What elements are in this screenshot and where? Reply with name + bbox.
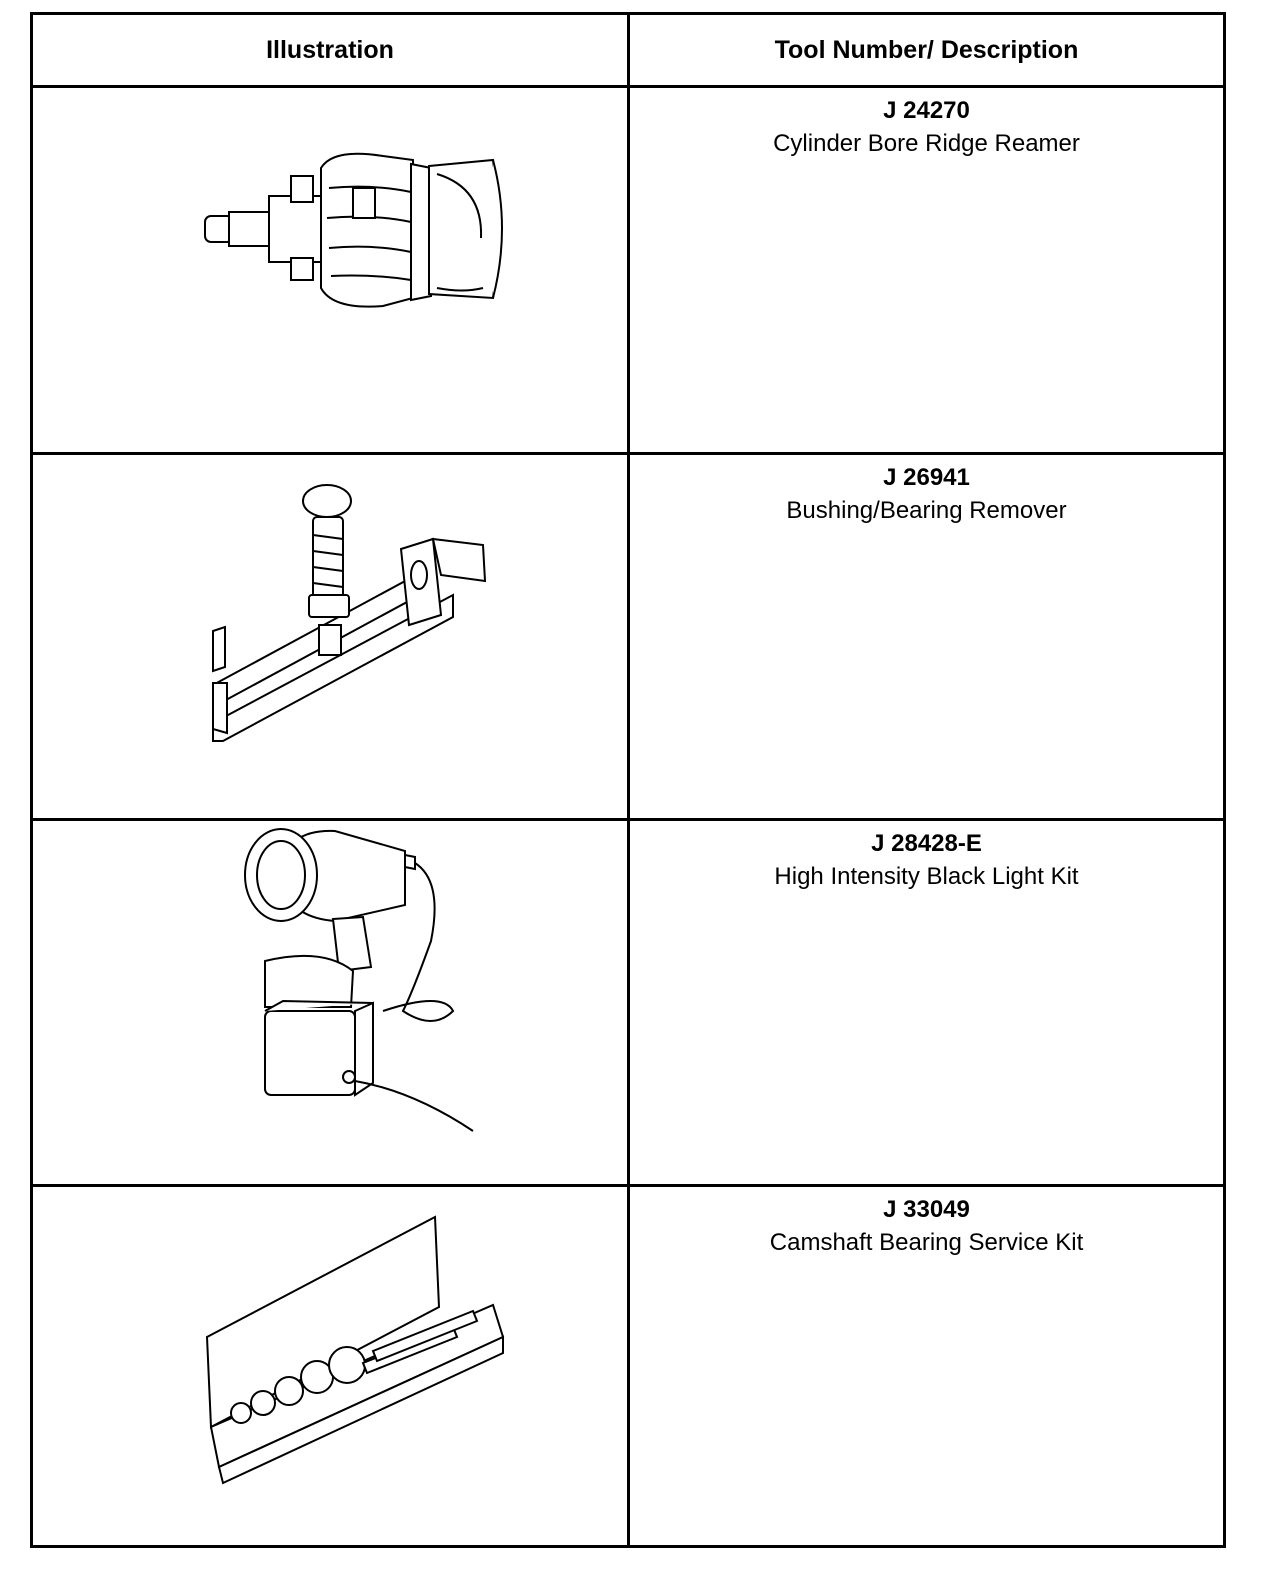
row-divider: [33, 1184, 1223, 1187]
table-row: J 33049 Camshaft Bearing Service Kit: [33, 1187, 1223, 1545]
tool-number: J 24270: [883, 97, 970, 124]
table-row: J 24270 Cylinder Bore Ridge Reamer: [33, 88, 1223, 452]
tool-number: J 26941: [883, 464, 970, 491]
row-divider: [33, 818, 1223, 821]
column-divider: [627, 15, 630, 1545]
header-tool-description: Tool Number/ Description: [774, 35, 1079, 64]
tool-description: Bushing/Bearing Remover: [786, 497, 1067, 524]
table-row: J 26941 Bushing/Bearing Remover: [33, 455, 1223, 818]
bushing-remover-icon: [33, 455, 627, 818]
tools-table: Illustration Tool Number/ Description: [30, 12, 1226, 1548]
ridge-reamer-icon: [33, 88, 627, 452]
tool-description: Camshaft Bearing Service Kit: [769, 1229, 1084, 1256]
header-divider: [33, 85, 1223, 88]
row-divider: [33, 452, 1223, 455]
tool-description: High Intensity Black Light Kit: [774, 863, 1079, 890]
black-light-icon: [33, 821, 627, 1184]
tool-number: J 28428-E: [871, 830, 982, 857]
tool-number: J 33049: [883, 1196, 970, 1223]
header-illustration: Illustration: [266, 35, 394, 64]
table-row: J 28428-E High Intensity Black Light Kit: [33, 821, 1223, 1184]
tool-description: Cylinder Bore Ridge Reamer: [773, 130, 1080, 157]
camshaft-kit-icon: [33, 1187, 627, 1545]
